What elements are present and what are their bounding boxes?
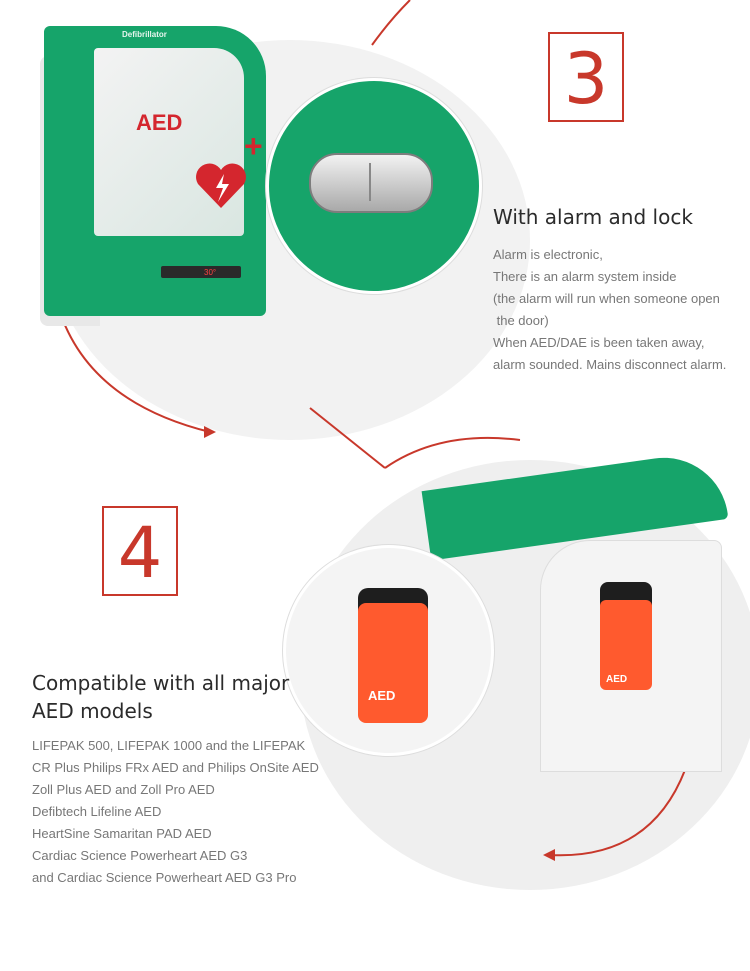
description-line: HeartSine Samaritan PAD AED	[32, 826, 212, 841]
heart-icon	[196, 163, 246, 208]
description-line: CR Plus Philips FRx AED and Philips OnSi…	[32, 760, 319, 775]
lock-zoom-circle	[266, 78, 482, 294]
section-heading: Compatible with all major AED models	[32, 671, 290, 723]
step-number: 4	[102, 506, 178, 596]
description-line: the door)	[493, 313, 549, 328]
description-line: There is an alarm system inside	[493, 269, 677, 284]
description-line: Cardiac Science Powerheart AED G3	[32, 848, 248, 863]
description-line: Zoll Plus AED and Zoll Pro AED	[32, 782, 215, 797]
aed-cabinet-open: AED	[421, 449, 729, 772]
section-description: LIFEPAK 500, LIFEPAK 1000 and the LIFEPA…	[32, 735, 332, 889]
description-line: Defibtech Lifeline AED	[32, 804, 162, 819]
aed-zoom-circle: AED	[283, 545, 494, 756]
aed-sign: AED	[136, 110, 183, 135]
section-heading: With alarm and lock	[493, 205, 693, 229]
lock-panel	[161, 266, 241, 278]
plus-icon: +	[244, 128, 263, 164]
aed-device-label: AED	[606, 674, 628, 685]
description-line: alarm sounded. Mains disconnect alarm.	[493, 357, 727, 372]
cabinet-door: Defibrillator AED + 30°	[44, 26, 266, 316]
cabinet-label: Defibrillator	[122, 30, 167, 39]
step-number: 3	[548, 32, 624, 122]
description-line: and Cardiac Science Powerheart AED G3 Pr…	[32, 870, 297, 885]
aed-device-label: AED	[368, 688, 396, 703]
aed-device	[600, 600, 652, 690]
description-line: When AED/DAE is been taken away,	[493, 335, 705, 350]
description-line: LIFEPAK 500, LIFEPAK 1000 and the LIFEPA…	[32, 738, 306, 753]
aed-cabinet-closed: Defibrillator AED + 30°	[40, 26, 270, 326]
description-line: (the alarm will run when someone open	[493, 291, 720, 306]
cabinet-window: AED +	[94, 48, 263, 236]
description-line: Alarm is electronic,	[493, 247, 603, 262]
temperature-display: 30°	[204, 268, 217, 277]
latch-icon	[309, 153, 433, 213]
section-description: Alarm is electronic, There is an alarm s…	[493, 244, 748, 376]
aed-device	[358, 603, 428, 723]
